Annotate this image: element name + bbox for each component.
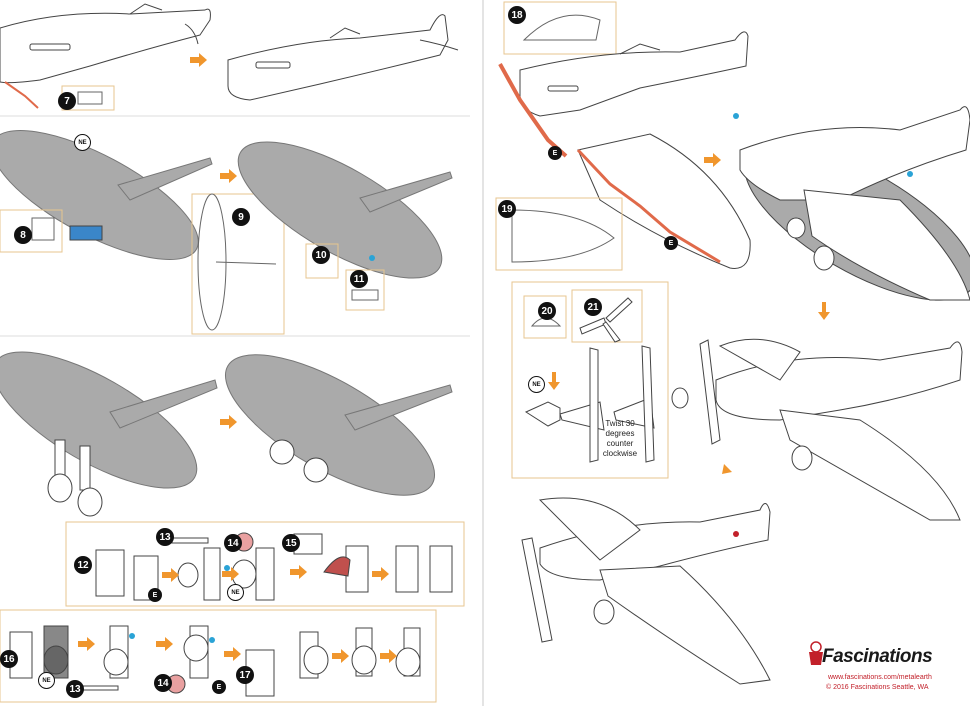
- step-number-16: 16: [0, 650, 18, 668]
- step21-detail-box: [571, 289, 643, 343]
- step10-detail-box: [305, 243, 339, 279]
- step8-detail-box: [0, 209, 63, 253]
- plane-assembled-1: [739, 106, 970, 301]
- blue-dot: [369, 255, 375, 261]
- e-badge: E: [664, 236, 678, 250]
- step-number-20: 20: [538, 302, 556, 320]
- step-arrow: [290, 565, 307, 579]
- blue-dot: [224, 565, 230, 571]
- gear-steps-box-1: [65, 521, 465, 607]
- step-arrow: [220, 415, 237, 429]
- step-arrow: [704, 153, 721, 167]
- gear-door: [323, 556, 351, 577]
- step11-part: [351, 289, 379, 301]
- wing-gear-after: [224, 354, 453, 496]
- blue-dot: [129, 633, 135, 639]
- step19-panel: [511, 209, 615, 263]
- step-arrow: [220, 169, 237, 183]
- wing-step8: [0, 129, 213, 261]
- blue-dot: [733, 113, 739, 119]
- e-badge: E: [212, 680, 226, 694]
- step-arrow: [332, 649, 349, 663]
- twist-instruction: Twist 30 degrees counter clockwise: [602, 419, 638, 458]
- ne-badge: NE: [528, 376, 545, 393]
- red-strip: [576, 148, 721, 264]
- brand-url[interactable]: www.fascinations.com/metalearth: [828, 674, 932, 681]
- step-arrow-diag: [722, 460, 736, 474]
- step18-detail-box: [503, 1, 617, 55]
- step-number-18: 18: [508, 6, 526, 24]
- blue-dot: [907, 171, 913, 177]
- step-arrow: [380, 649, 397, 663]
- plane-final: [521, 497, 771, 685]
- step18-canopy: [522, 14, 601, 41]
- step11-detail-box: [345, 269, 385, 311]
- step-arrow-down: [818, 302, 830, 320]
- fascinations-logo-icon: [809, 641, 823, 665]
- step20-detail-box: [523, 295, 567, 339]
- blue-dot: [209, 637, 215, 643]
- ne-badge: NE: [74, 134, 91, 151]
- step-arrow: [224, 647, 241, 661]
- step-number-14a: 14: [224, 534, 242, 552]
- step-number-12: 12: [74, 556, 92, 574]
- step-number-21: 21: [584, 298, 602, 316]
- fuselage-step18: [519, 31, 749, 117]
- e-badge: E: [548, 146, 562, 160]
- wing-step19: [577, 133, 751, 269]
- ne-badge: NE: [38, 672, 55, 689]
- step-arrow: [162, 568, 179, 582]
- step21-propeller: [579, 297, 633, 343]
- step-number-17: 17: [236, 666, 254, 684]
- propeller-steps-box: [511, 281, 669, 479]
- plane-assembled-2: [671, 338, 963, 521]
- red-dot: [733, 531, 739, 537]
- brand-name: Fascinations: [822, 646, 933, 667]
- landing-gear-left: [47, 439, 103, 517]
- copyright: © 2016 Fascinations Seattle, WA: [826, 684, 929, 691]
- wing-step9-after: [237, 141, 453, 279]
- step19-detail-box: [495, 197, 623, 271]
- step7-part: [77, 91, 103, 105]
- fuselage-step7-before: [0, 3, 211, 109]
- step-arrow: [372, 567, 389, 581]
- step-number-19: 19: [498, 200, 516, 218]
- step-arrow: [156, 637, 173, 651]
- fuselage-step7-after: [227, 14, 459, 101]
- wing-gear-before: [0, 351, 218, 489]
- ne-badge: NE: [227, 584, 244, 601]
- step-number-15: 15: [282, 534, 300, 552]
- step8-part: [31, 217, 55, 241]
- step-number-7: 7: [58, 92, 76, 110]
- step-number-11: 11: [350, 270, 368, 288]
- step9-detail-box: [191, 193, 285, 335]
- gear-steps-box-2: [0, 609, 437, 703]
- step-number-13a: 13: [156, 528, 174, 546]
- step-number-8: 8: [14, 226, 32, 244]
- e-badge: E: [148, 588, 162, 602]
- step8-assembly: [69, 225, 103, 241]
- step-number-14b: 14: [154, 674, 172, 692]
- step-number-9: 9: [232, 208, 250, 226]
- step-number-10: 10: [312, 246, 330, 264]
- step-number-13b: 13: [66, 680, 84, 698]
- step-arrow: [190, 53, 207, 67]
- step-arrow: [78, 637, 95, 651]
- spinner-assembly: [524, 345, 655, 463]
